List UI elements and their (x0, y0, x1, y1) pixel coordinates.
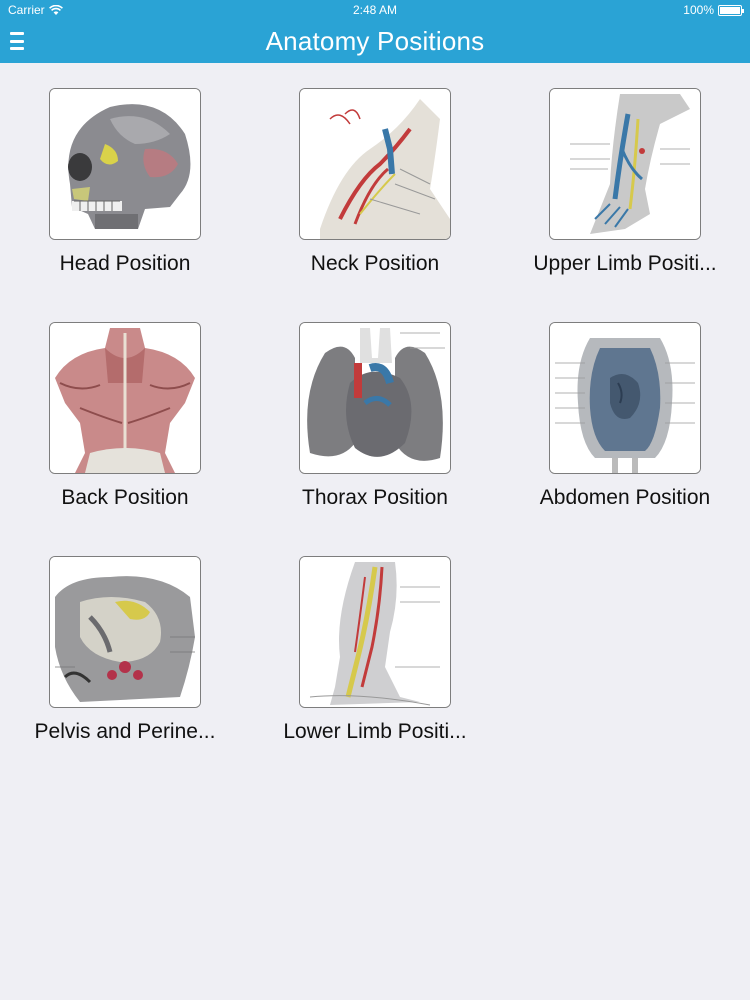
hamburger-menu-icon[interactable] (10, 29, 26, 53)
grid-item-neck[interactable]: Neck Position (250, 63, 500, 297)
neck-illustration-icon (300, 89, 450, 239)
thumbnail (549, 322, 701, 474)
battery-icon (718, 4, 744, 16)
thumbnail (49, 556, 201, 708)
grid-item-upper-limb[interactable]: Upper Limb Positi... (500, 63, 750, 297)
grid-item-label: Back Position (61, 486, 189, 509)
status-right: 100% (683, 3, 744, 17)
grid-item-abdomen[interactable]: Abdomen Position (500, 297, 750, 531)
thumbnail (549, 88, 701, 240)
thumbnail (299, 322, 451, 474)
grid-item-label: Neck Position (310, 252, 440, 275)
grid-item-label: Thorax Position (302, 486, 448, 509)
grid-item-pelvis[interactable]: Pelvis and Perine... (0, 531, 250, 765)
grid-item-label: Abdomen Position (539, 486, 711, 509)
pelvis-illustration-icon (50, 557, 200, 707)
grid-item-lower-limb[interactable]: Lower Limb Positi... (250, 531, 500, 765)
thorax-illustration-icon (300, 323, 450, 473)
grid-item-label: Upper Limb Positi... (533, 252, 717, 275)
carrier-label: Carrier (8, 3, 45, 17)
wifi-icon (48, 4, 63, 15)
leg-illustration-icon (300, 557, 450, 707)
skull-illustration-icon (50, 89, 200, 239)
status-time: 2:48 AM (352, 3, 398, 17)
thumbnail (299, 556, 451, 708)
grid-item-label: Pelvis and Perine... (34, 720, 216, 743)
thumbnail (49, 322, 201, 474)
thumbnail (299, 88, 451, 240)
thumbnail (49, 88, 201, 240)
grid-item-head[interactable]: Head Position (0, 63, 250, 297)
arm-illustration-icon (550, 89, 700, 239)
status-left: Carrier (8, 3, 63, 17)
status-bar: Carrier 2:48 AM 100% (0, 0, 750, 20)
grid-item-label: Lower Limb Positi... (283, 720, 467, 743)
grid-item-label: Head Position (59, 252, 191, 275)
back-muscles-illustration-icon (50, 323, 200, 473)
nav-bar: Anatomy Positions (0, 20, 750, 63)
grid-item-back[interactable]: Back Position (0, 297, 250, 531)
abdomen-illustration-icon (550, 323, 700, 473)
grid-item-thorax[interactable]: Thorax Position (250, 297, 500, 531)
battery-fill (720, 6, 740, 14)
page-title: Anatomy Positions (265, 26, 485, 56)
battery-percent: 100% (683, 3, 714, 17)
